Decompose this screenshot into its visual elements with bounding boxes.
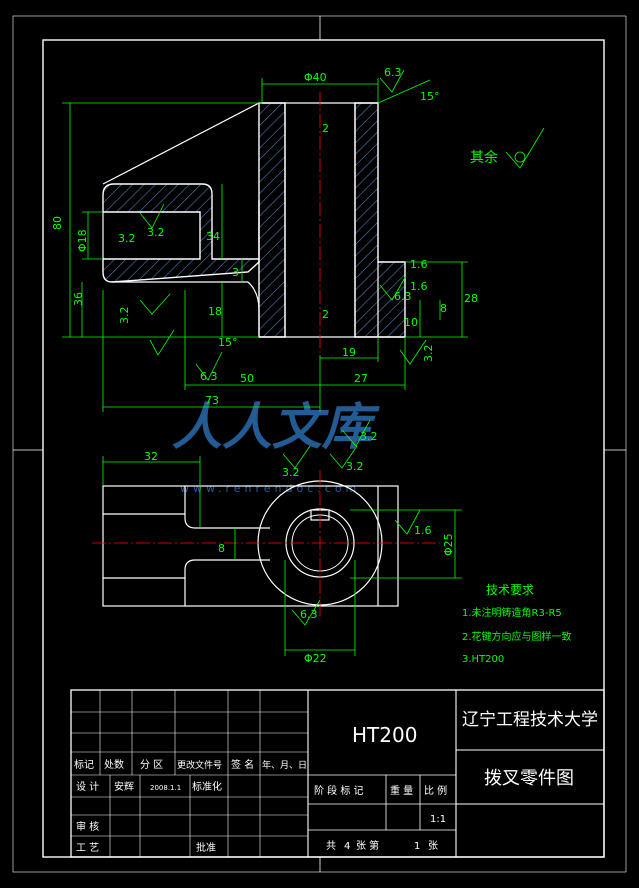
dim-r3-2-f: 3.2	[346, 460, 364, 473]
top-view-body	[102, 485, 399, 607]
dim-c2-top: 2	[322, 122, 329, 135]
tb-material: HT200	[352, 723, 417, 747]
tb-process-label: 工 艺	[76, 842, 99, 854]
dim-r3-2-c: 3.2	[118, 307, 131, 325]
tech-requirements: 技术要求 1.未注明铸造角R3-R5 2.花键方向应与图样一致 3.HT200	[462, 583, 572, 665]
tb-sheet-no: 1	[414, 841, 420, 852]
dim-d28: 28	[464, 292, 478, 305]
dim-r1-6-a: 1.6	[410, 258, 428, 271]
tb-stage-label: 阶 段 标 记	[314, 784, 364, 797]
dim-r3-2-e: 3.2	[282, 466, 300, 479]
tb-weight-label: 重 量	[390, 784, 413, 797]
dim-d36: 36	[72, 292, 85, 306]
tb-rev-h5: 签 名	[231, 758, 254, 771]
dim-d40: Φ40	[304, 71, 327, 84]
dim-r1-6-b: 1.6	[410, 280, 428, 293]
tb-scale-label: 比 例	[424, 784, 447, 797]
dim-d22: Φ22	[304, 652, 327, 665]
dim-d50: 50	[240, 372, 254, 385]
surface-note-label: 其余	[470, 149, 498, 166]
dimension-lines	[62, 69, 545, 656]
dim-ang15-bot: 15°	[218, 336, 238, 349]
tb-designer: 安辉	[114, 780, 134, 793]
dim-r6-3-d: 6.3	[300, 608, 318, 621]
tb-rev-h3: 分 区	[140, 759, 163, 771]
dim-c2-bot: 2	[322, 308, 329, 321]
tb-sheets-mid: 张 第	[356, 839, 379, 852]
tb-standard-label: 标准化	[192, 780, 222, 793]
tb-date: 2008.1.1	[150, 784, 181, 792]
dim-r1-6-c: 1.6	[414, 524, 432, 537]
dim-r3-2-d: 3.2	[422, 345, 435, 363]
dim-d19: 19	[342, 346, 356, 359]
dimension-texts: Φ40 15° 6.3 80 Φ18 3.2 3.2 34 3 36 18 3.…	[51, 66, 478, 665]
tb-sheets-total: 4	[344, 841, 350, 852]
watermark-url: www.renrendoc.com	[180, 482, 360, 495]
watermark-text: 人人文库	[172, 398, 380, 456]
dim-d27: 27	[354, 372, 368, 385]
top-view	[92, 470, 440, 620]
tb-part-name: 拨叉零件图	[484, 768, 574, 789]
dim-d34: 34	[206, 230, 220, 243]
tech-req-item-1: 1.未注明铸造角R3-R5	[462, 606, 562, 619]
dim-d73: 73	[205, 394, 219, 407]
tb-rev-h4: 更改文件号	[177, 759, 222, 771]
tb-rev-h2: 处数	[104, 758, 124, 771]
dim-d25: Φ25	[442, 533, 455, 556]
tb-school: 辽宁工程技术大学	[462, 710, 598, 730]
dim-d10: 10	[404, 316, 418, 329]
tech-req-item-3: 3.HT200	[462, 654, 504, 665]
section-hatch	[102, 102, 406, 338]
dim-r6-3-bot: 6.3	[200, 370, 218, 383]
dim-ang15-top: 15°	[420, 90, 440, 103]
tb-design-label: 设 计	[76, 780, 99, 793]
dim-d8b: 8	[218, 542, 225, 555]
dim-d80: 80	[51, 216, 64, 230]
tech-req-item-2: 2.花键方向应与图样一致	[462, 630, 572, 643]
tb-rev-h1: 标记	[74, 759, 94, 771]
tb-approve-label: 批准	[196, 841, 216, 854]
tb-sheets-suffix: 张	[428, 840, 438, 852]
tb-scale: 1:1	[430, 814, 446, 825]
tb-sheets-prefix: 共	[326, 840, 336, 852]
dim-d3: 3	[232, 266, 239, 279]
watermark: 人人文库 www.renrendoc.com	[172, 398, 380, 495]
dim-r3-2-g: 3.2	[360, 430, 378, 443]
dim-r6-3-c: 6.3	[394, 290, 412, 303]
tb-review-label: 审 核	[76, 820, 99, 833]
dim-d32: 32	[144, 450, 158, 463]
dim-r3-2-b: 3.2	[147, 226, 165, 239]
dim-d18b: 18	[208, 305, 222, 318]
dim-d8: 8	[440, 302, 447, 315]
dim-r6-3-top: 6.3	[384, 66, 402, 79]
dim-d18: Φ18	[76, 229, 89, 252]
title-block: HT200 辽宁工程技术大学 拨叉零件图 标记 处数 分 区 更改文件号 签 名…	[70, 689, 605, 858]
tech-req-title: 技术要求	[486, 583, 534, 597]
tb-rev-h6: 年、月、日	[262, 759, 307, 771]
dim-r3-2-a: 3.2	[118, 232, 136, 245]
